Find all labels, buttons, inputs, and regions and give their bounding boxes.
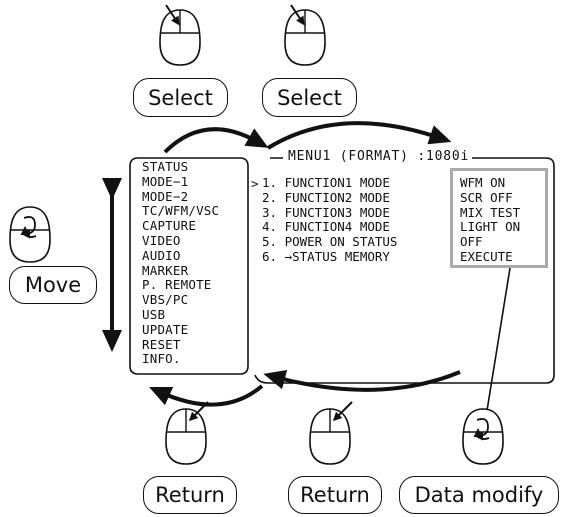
menu-item: USB bbox=[142, 306, 166, 322]
value-list: WFM ON SCR OFF MIX TEST LIGHT ON OFF EXE… bbox=[460, 175, 521, 265]
menu-item: MODE−2 bbox=[142, 188, 189, 204]
menu-item: MARKER bbox=[142, 262, 189, 278]
function-item: 6. →STATUS MEMORY bbox=[262, 248, 390, 264]
function-item: 2. FUNCTION2 MODE bbox=[262, 189, 390, 205]
menu-item: P. REMOTE bbox=[142, 277, 212, 293]
select-label-right: Select bbox=[262, 78, 357, 117]
value-item: EXECUTE bbox=[460, 248, 513, 264]
value-item: OFF bbox=[460, 234, 483, 250]
menu-item-selected: MODE−1 bbox=[142, 173, 189, 189]
function-item: 1. FUNCTION1 MODE bbox=[262, 175, 390, 190]
mouse-scroll-icon bbox=[462, 408, 504, 465]
function-item: 4. FUNCTION4 MODE bbox=[262, 219, 390, 235]
selection-marker: > bbox=[251, 176, 259, 191]
mouse-click-icon bbox=[165, 401, 209, 465]
data-modify-line bbox=[484, 267, 511, 424]
menu-item: INFO. bbox=[142, 351, 181, 367]
select-arrows bbox=[163, 121, 452, 154]
menu-item: VBS/PC bbox=[142, 292, 189, 308]
menu-item: UPDATE bbox=[142, 321, 189, 337]
return-arrows bbox=[149, 369, 461, 407]
value-box bbox=[450, 168, 548, 268]
menu-item: RESET bbox=[142, 336, 181, 352]
menu-title: MENU1 (FORMAT) :1080i bbox=[285, 149, 473, 164]
move-label: Move bbox=[9, 266, 97, 304]
function-item: 3. FUNCTION3 MODE bbox=[262, 204, 390, 220]
function-item: 5. POWER ON STATUS bbox=[262, 234, 398, 250]
value-item: SCR OFF bbox=[460, 189, 513, 205]
function-list: 1. FUNCTION1 MODE 2. FUNCTION2 MODE 3. F… bbox=[262, 175, 398, 265]
mouse-click-icon bbox=[159, 4, 201, 66]
menu-item: TC/WFM/VSC bbox=[142, 203, 220, 219]
select-label-left: Select bbox=[133, 78, 228, 117]
menu-list: STATUS MODE−1 MODE−2 TC/WFM/VSC CAPTURE … bbox=[142, 159, 220, 367]
data-modify-label: Data modify bbox=[399, 476, 559, 514]
value-item: MIX TEST bbox=[460, 204, 521, 220]
return-label-right: Return bbox=[288, 476, 382, 514]
mouse-click-icon bbox=[309, 401, 353, 465]
menu-panel bbox=[129, 157, 555, 384]
menu-item: AUDIO bbox=[142, 247, 181, 263]
menu-item: CAPTURE bbox=[142, 218, 197, 234]
mouse-scroll-icon bbox=[9, 206, 51, 263]
value-item: LIGHT ON bbox=[460, 219, 521, 235]
value-item: WFM ON bbox=[460, 175, 506, 190]
menu-item: STATUS bbox=[142, 159, 189, 174]
menu-item: VIDEO bbox=[142, 232, 181, 248]
mouse-click-icon bbox=[284, 4, 326, 66]
return-label-left: Return bbox=[143, 476, 237, 514]
